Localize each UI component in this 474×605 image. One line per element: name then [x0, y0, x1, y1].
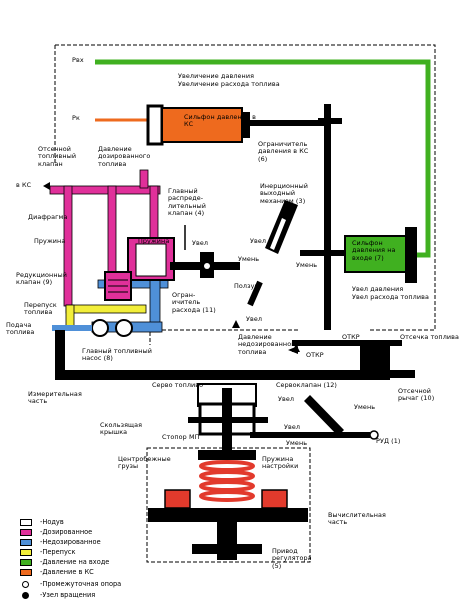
chamber-pressure-bellows	[146, 104, 330, 146]
legend-swatch	[20, 549, 32, 556]
increase-c-label: Увел	[246, 315, 263, 323]
chamber-bellows-label: Сильфон давления в КС	[184, 113, 256, 129]
legend-row-metered: -Дозированное	[20, 528, 160, 537]
inlet-pressure-line	[95, 59, 431, 258]
cutoff-lever-label: Отсечной рычаг (10)	[398, 387, 435, 403]
open-label-1: ОТКР	[306, 351, 324, 359]
decrease-a-label: Умень	[238, 255, 260, 263]
legend-swatch	[20, 529, 32, 536]
increase-b-label: Увел	[250, 237, 267, 245]
slider-label: Ползун	[234, 282, 259, 290]
diaphragm-label: Диафрагма	[28, 213, 68, 221]
legend-label: -Перепуск	[40, 548, 76, 556]
increase-pressure-label: Увеличение давления	[178, 72, 255, 80]
legend-label: -Узел вращения	[40, 591, 96, 599]
setting-spring	[199, 460, 255, 502]
legend-label: -Давление на входе	[40, 558, 110, 566]
pk-label: Pк	[72, 114, 80, 122]
decrease-e-label: Умень	[286, 439, 308, 447]
reducer-valve-label: Редукционный клапан (9)	[16, 271, 68, 287]
inertial-mechanism	[247, 200, 298, 307]
increase-flow-label: Увеличение расхода топлива	[178, 80, 280, 88]
lever-top-arm	[318, 118, 342, 124]
metered-pressure-label: Давление дозированного топлива	[98, 145, 151, 168]
main-valve-label: Главный распреде- лительный клапан (4)	[168, 187, 207, 218]
sliding-cover-label: Скользящая крышка	[100, 421, 143, 437]
legend-label: -Давление в КС	[40, 568, 94, 576]
metered-fuel-lines	[49, 169, 161, 307]
measuring-part-label: Измерительная часть	[28, 390, 82, 406]
computing-part-label: Вычислительная часть	[328, 511, 386, 527]
main-distribution-valve	[127, 225, 240, 281]
legend-row-inlet: -Давление на входе	[20, 558, 160, 567]
decrease-d-label: Умень	[354, 403, 376, 411]
throttle-lever	[250, 395, 379, 440]
main-lever-vertical	[324, 104, 331, 330]
main-fuel-pump	[52, 319, 133, 337]
setting-spring-label: Пружина настройки	[262, 455, 299, 471]
legend-swatch	[20, 519, 32, 526]
legend-swatch	[20, 569, 32, 576]
pvx-label: Pвх	[72, 56, 84, 64]
servo-valve-label: Сервоклапан (12)	[276, 381, 338, 389]
legend-label: -Нодув	[40, 518, 64, 526]
increase-d-label: Увел	[278, 395, 295, 403]
unmetered-pressure-label: Давление недозированного топлива	[238, 333, 299, 356]
legend-label: -Промежуточная опора	[40, 580, 122, 588]
housing-black-bars	[55, 330, 415, 380]
fuel-supply-label: Подача топлива	[6, 321, 35, 337]
direction-arrows	[43, 182, 300, 354]
flow-limiter-label: Огран- ичитель расхода (11)	[172, 291, 216, 314]
to-chamber-label: в КС	[16, 181, 32, 189]
legend-row-chamber: -Давление в КС	[20, 568, 160, 577]
increase-e-label: Увел	[284, 423, 301, 431]
decrease-b-label: Умень	[296, 261, 318, 269]
legend-label: -Дозированное	[40, 528, 93, 536]
inertial-mechanism-label: Инерционный выходный механизм (3)	[260, 182, 309, 205]
inlet-pressure-bellows	[300, 227, 417, 283]
legend-row-rotation: -Узел вращения	[20, 591, 160, 600]
regulator-lower-boundary	[146, 447, 311, 563]
legend-row-nodув: -Нодув	[20, 518, 160, 527]
legend-swatch	[20, 559, 32, 566]
bypass-label: Перепуск топлива	[24, 301, 57, 317]
increase-flow-2-label: Увел расхода топлива	[352, 293, 429, 301]
cutoff-valve-label: Отсечной топливный клапан	[38, 145, 77, 168]
spring-label-1: Пружина	[34, 237, 66, 245]
main-pump-label: Главный топливный насос (8)	[82, 347, 152, 363]
legend-row-unmetered: -Недозированное	[20, 538, 160, 547]
increase-a-label: Увел	[192, 239, 209, 247]
fuel-cutoff-label: Отсечка топлива	[400, 333, 460, 341]
servo-fuel-label: Серво топливо	[152, 381, 204, 389]
inlet-bellows-label: Сильфон давления на входе (7)	[352, 239, 396, 262]
spring-label-2: Пружина	[138, 237, 170, 245]
increase-pressure-2-label: Увел давления	[352, 285, 404, 293]
pivot-support-icon	[22, 581, 29, 588]
centrifugal-weights-label: Центробежные грузы	[118, 455, 171, 471]
centrifugal-governor	[148, 436, 308, 560]
rotation-node-icon	[22, 592, 29, 599]
legend-swatch	[20, 539, 32, 546]
mp-stop-label: Стопор МП	[162, 433, 200, 441]
legend-label: -Недозированное	[40, 538, 101, 546]
pressure-reducer-valve	[104, 271, 132, 301]
throttle-label: РУД (1)	[376, 437, 401, 445]
legend-row-support: -Промежуточная опора	[20, 580, 160, 589]
pressure-limiter-label: Ограничитель давления в КС (6)	[258, 140, 309, 163]
servo-valve	[188, 383, 268, 448]
regulator-drive-label: Привод регулятора (5)	[272, 547, 312, 570]
legend-row-bypass: -Перепуск	[20, 548, 160, 557]
open-label-2: ОТКР	[342, 333, 360, 341]
